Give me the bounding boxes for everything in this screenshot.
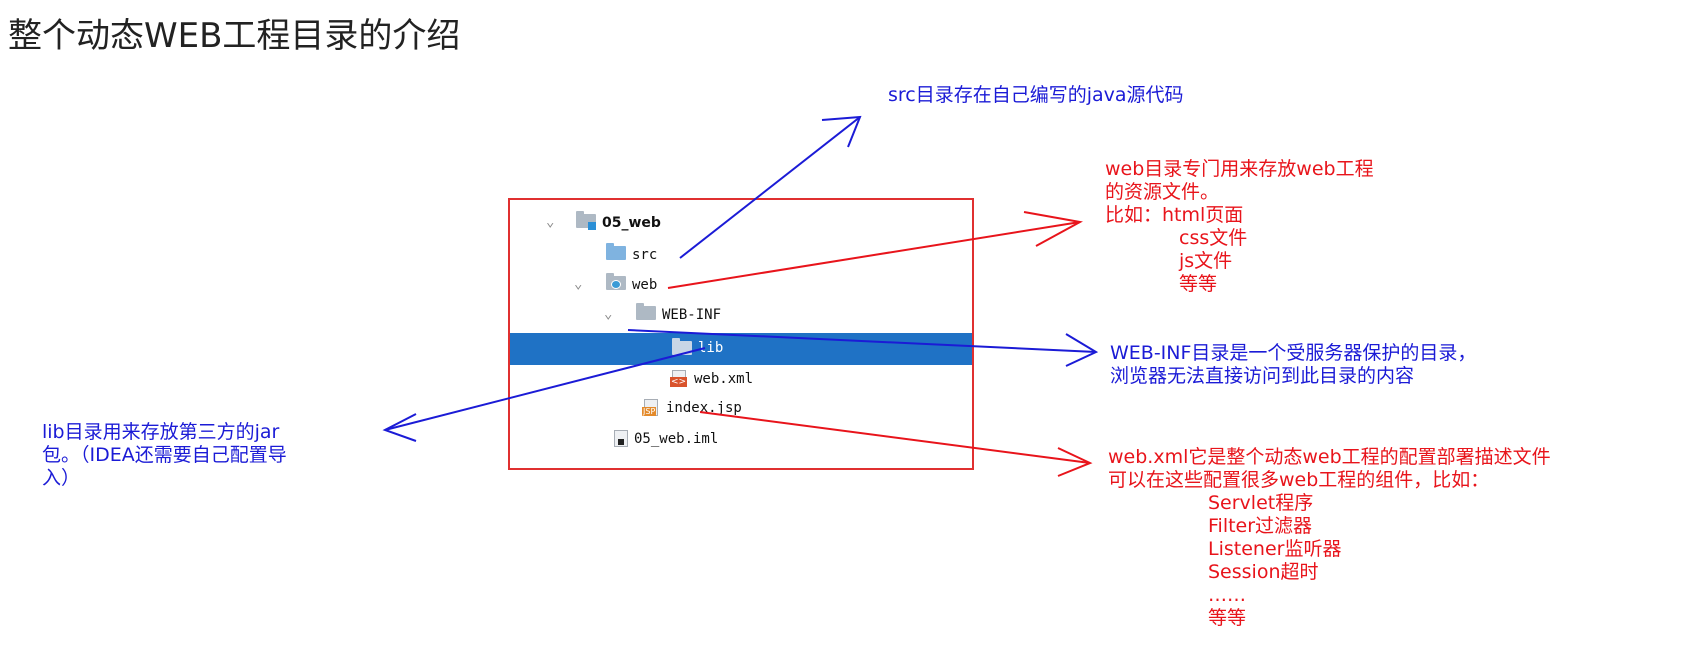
note-web-line: web目录专门用来存放web工程	[1105, 158, 1374, 180]
note-webxml-line: web.xml它是整个动态web工程的配置部署描述文件	[1108, 446, 1551, 468]
note-webxml-line: ……	[1208, 584, 1246, 606]
arrow-src	[679, 116, 861, 259]
note-src-line: src目录存在自己编写的java源代码	[888, 84, 1184, 106]
tree-item-05-web-iml[interactable]: 05_web.iml	[510, 424, 972, 456]
project-tree: ▔▔▔ ▔▔▔ ⌄ 05_web src ⌄ web ⌄ WEB-INF lib	[508, 198, 974, 470]
note-lib-line: lib目录用来存放第三方的jar	[42, 421, 280, 443]
tree-item-label: WEB-INF	[662, 307, 722, 323]
note-web-line: 比如：html页面	[1105, 204, 1244, 226]
note-src: src目录存在自己编写的java源代码	[888, 84, 1184, 107]
chevron-down-icon[interactable]: ⌄	[604, 306, 613, 322]
arrow-webxml	[699, 411, 1091, 464]
tree-item-web[interactable]: ⌄ web	[510, 270, 972, 302]
tree-cut-off-row: ▔▔▔ ▔▔▔	[600, 198, 651, 208]
note-web-line: js文件	[1179, 250, 1233, 272]
arrowhead-webxml	[1057, 447, 1093, 477]
tree-item-src[interactable]: src	[510, 240, 972, 272]
note-lib: lib目录用来存放第三方的jar 包。（IDEA还需要自己配置导 入）	[42, 421, 287, 490]
note-webxml-line: 可以在这些配置很多web工程的组件，比如：	[1108, 469, 1490, 491]
note-webinf-line: 浏览器无法直接访问到此目录的内容	[1110, 365, 1415, 387]
page-title: 整个动态WEB工程目录的介绍	[8, 16, 461, 56]
tree-item-label: lib	[698, 340, 724, 356]
arrowhead-web	[1023, 211, 1083, 247]
tree-item-web-xml[interactable]: <> web.xml	[670, 370, 754, 387]
note-webxml-line: Filter过滤器	[1208, 515, 1313, 537]
tree-item-label: web.xml	[694, 371, 754, 387]
note-web-line: 的资源文件。	[1105, 181, 1220, 203]
arrowhead-lib	[382, 413, 417, 442]
chevron-down-icon[interactable]: ⌄	[574, 276, 583, 292]
note-webxml-line: Listener监听器	[1208, 538, 1342, 560]
note-web-line: css文件	[1179, 227, 1248, 249]
tree-item-label: 05_web	[602, 215, 661, 231]
note-webinf: WEB-INF目录是一个受服务器保护的目录， 浏览器无法直接访问到此目录的内容	[1110, 342, 1476, 388]
tree-item-label: index.jsp	[666, 400, 742, 416]
note-web-line: 等等	[1179, 273, 1218, 295]
note-webxml-line: Servlet程序	[1208, 492, 1314, 514]
tree-item-label: web	[632, 277, 658, 293]
arrow-webinf	[627, 329, 1097, 353]
note-lib-line: 入）	[42, 467, 81, 489]
tree-item-label: 05_web.iml	[634, 431, 719, 447]
arrowhead-webinf	[1065, 333, 1099, 367]
note-webxml-line: 等等	[1208, 607, 1247, 629]
tree-item-label: src	[632, 247, 658, 263]
note-web: web目录专门用来存放web工程 的资源文件。 比如：html页面 css文件 …	[1105, 158, 1374, 296]
arrow-web	[667, 221, 1081, 289]
note-lib-line: 包。（IDEA还需要自己配置导	[42, 444, 287, 466]
tree-item-05-web[interactable]: ⌄ 05_web	[510, 208, 972, 240]
tree-item-web-inf[interactable]: ⌄ WEB-INF	[510, 300, 972, 332]
tree-item-index-jsp[interactable]: JSP index.jsp	[642, 399, 742, 416]
chevron-down-icon[interactable]: ⌄	[546, 214, 555, 230]
tree-item-lib[interactable]: lib	[510, 333, 972, 365]
note-webxml-line: Session超时	[1208, 561, 1319, 583]
note-webxml: web.xml它是整个动态web工程的配置部署描述文件 可以在这些配置很多web…	[1108, 446, 1551, 630]
note-webinf-line: WEB-INF目录是一个受服务器保护的目录，	[1110, 342, 1477, 364]
arrowhead-src	[821, 115, 862, 148]
arrow-lib	[384, 347, 706, 431]
